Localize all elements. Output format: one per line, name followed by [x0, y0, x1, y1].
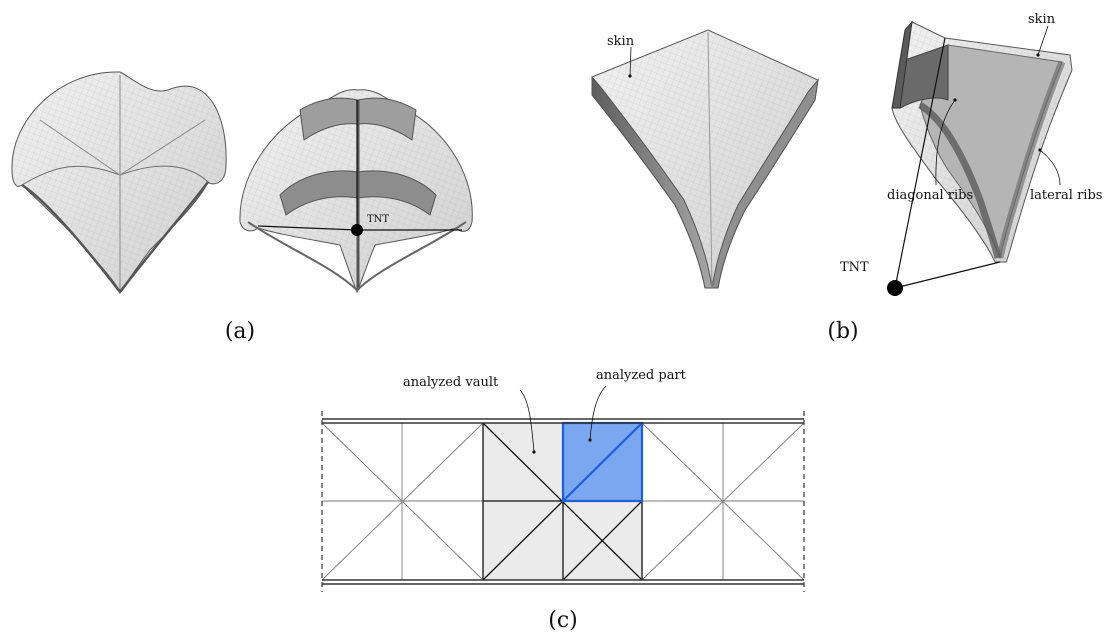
panel-c: analyzed vault analyzed part (c) [321, 368, 805, 633]
panel-a: TNT (a) [11, 71, 473, 344]
vault-exterior-render [11, 71, 227, 295]
panel-label-a: (a) [225, 319, 255, 344]
panel-label-b: (b) [827, 319, 858, 344]
panel-label-c: (c) [548, 608, 578, 633]
analyzed-vault-label: analyzed vault [403, 375, 499, 390]
tnt-marker-b [887, 280, 903, 296]
cut-lines [321, 411, 805, 592]
bay-grid [321, 422, 805, 581]
skin-label-2: skin [1028, 12, 1056, 27]
vault-cutaway-render [239, 89, 473, 294]
diagonal-ribs-label: diagonal ribs [887, 188, 973, 203]
walls [322, 418, 804, 585]
skin-label-1: skin [607, 34, 635, 49]
quarter-vault-render [591, 29, 819, 289]
tnt-label-b: TNT [840, 260, 869, 275]
panel-b: skin TNT skin diagonal ribs lateral ribs… [591, 12, 1102, 344]
lateral-ribs-label: lateral ribs [1030, 188, 1102, 203]
tnt-label-a: TNT [367, 214, 389, 225]
ribbed-quarter-render [891, 20, 1073, 263]
tnt-marker [351, 224, 363, 236]
analyzed-part-label: analyzed part [596, 368, 687, 383]
